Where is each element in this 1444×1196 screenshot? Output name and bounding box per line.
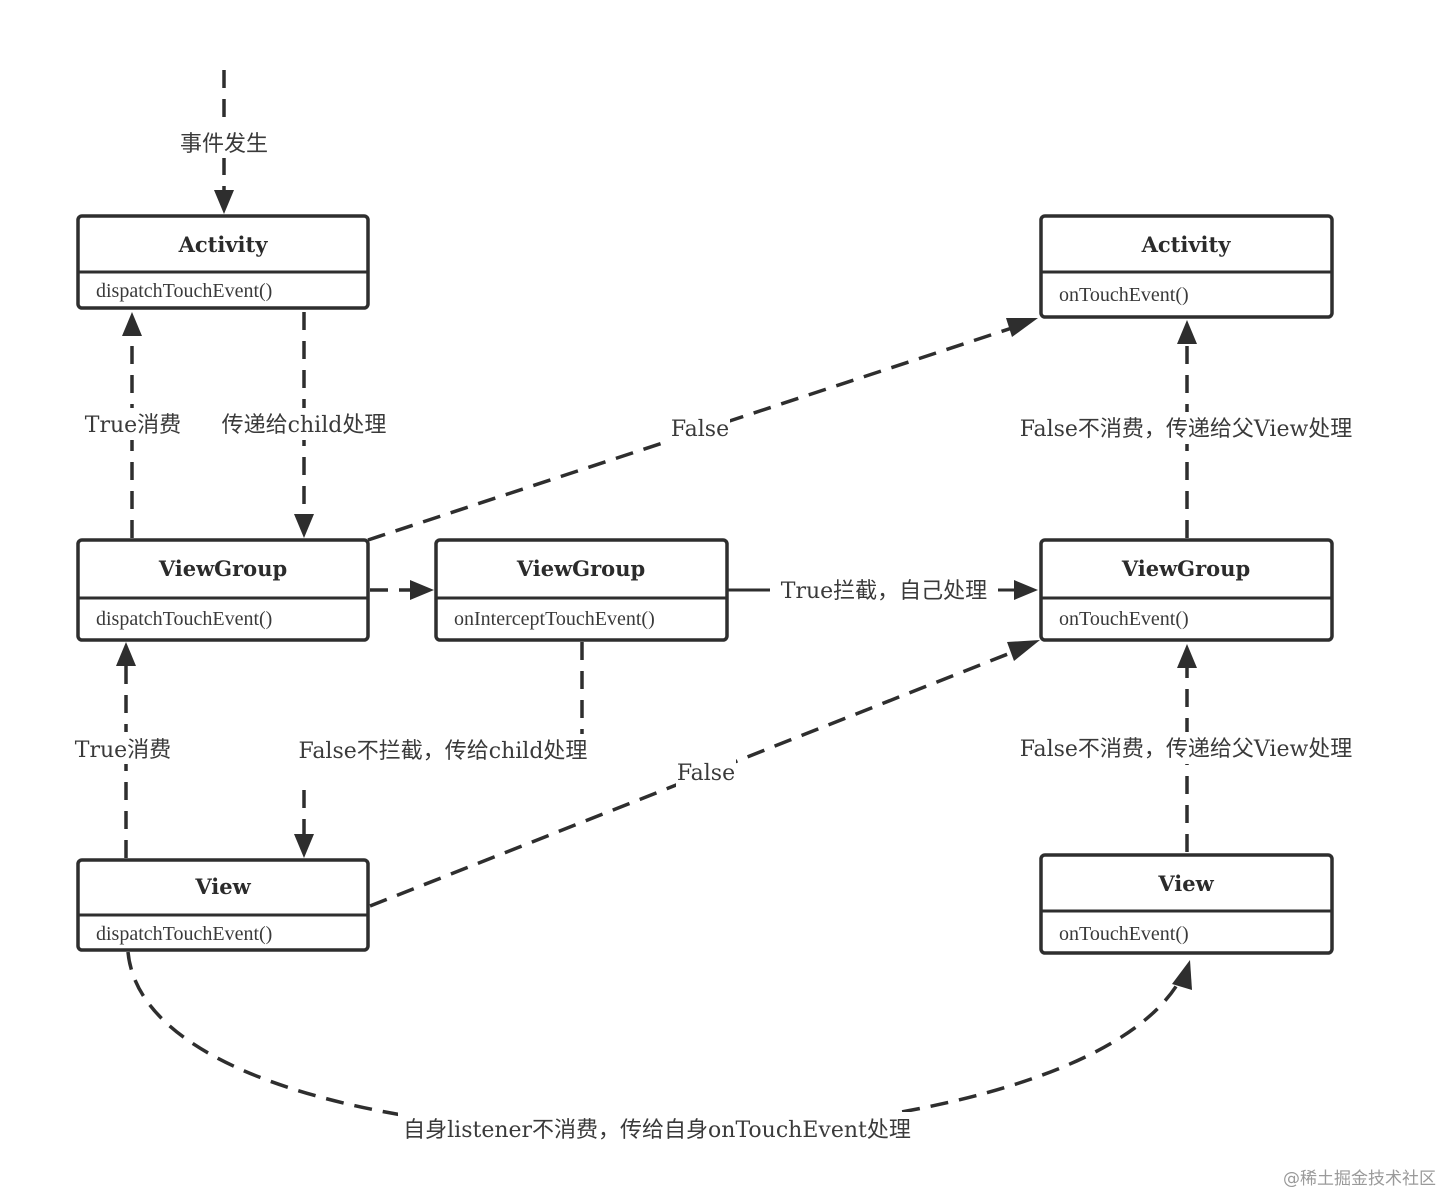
- edge-false-not-intercept: [302, 642, 584, 838]
- label-false-to-viewgroup: False: [677, 761, 735, 786]
- label-event-occurs: 事件发生: [180, 132, 268, 157]
- label-not-consume-to-parent-1: False不消费，传递给父View处理: [1020, 417, 1353, 442]
- box-method: onTouchEvent(): [1059, 923, 1189, 945]
- arrowhead: [294, 834, 314, 858]
- box-view-dispatch[interactable]: View dispatchTouchEvent(): [76, 858, 370, 952]
- label-background: [1006, 732, 1368, 764]
- box-title: ViewGroup: [158, 556, 287, 581]
- label-background: [770, 574, 998, 606]
- arrowhead: [214, 190, 234, 214]
- arrowhead: [1177, 644, 1197, 668]
- box-activity-dispatch[interactable]: Activity dispatchTouchEvent(): [76, 214, 370, 310]
- label-background: [72, 732, 176, 764]
- label-background: [670, 414, 730, 444]
- label-true-consume-1: True消费: [85, 413, 181, 438]
- box-view-ontouch[interactable]: View onTouchEvent(): [1039, 853, 1334, 955]
- watermark: @稀土掘金技术社区: [1283, 1169, 1436, 1189]
- label-false-to-activity: False: [671, 417, 729, 442]
- box-frame: [76, 214, 370, 310]
- label-background: [398, 1112, 918, 1146]
- box-viewgroup-dispatch[interactable]: ViewGroup dispatchTouchEvent(): [76, 538, 370, 642]
- box-method: onTouchEvent(): [1059, 284, 1189, 306]
- label-true-consume-2: True消费: [75, 738, 171, 763]
- box-viewgroup-intercept[interactable]: ViewGroup onInterceptTouchEvent(): [434, 538, 729, 642]
- box-viewgroup-ontouch[interactable]: ViewGroup onTouchEvent(): [1039, 538, 1334, 642]
- label-background: [214, 408, 394, 440]
- box-activity-ontouch[interactable]: Activity onTouchEvent(): [1039, 214, 1334, 319]
- arrowhead: [1172, 960, 1192, 990]
- box-frame: [1039, 214, 1334, 319]
- label-background: [1006, 412, 1368, 444]
- box-title: View: [1157, 871, 1214, 896]
- box-frame: [76, 538, 370, 642]
- label-background: [84, 408, 184, 440]
- box-frame: [434, 538, 729, 642]
- box-method: dispatchTouchEvent(): [96, 923, 272, 945]
- label-background: [676, 758, 736, 788]
- label-background: [170, 126, 278, 158]
- arrowhead: [294, 514, 314, 538]
- box-frame: [76, 858, 370, 952]
- box-frame: [1039, 538, 1334, 642]
- arrowhead: [1007, 640, 1040, 661]
- box-title: ViewGroup: [1121, 556, 1250, 581]
- arrowhead: [116, 642, 136, 666]
- label-listener-not-consume: 自身listener不消费，传给自身onTouchEvent处理: [403, 1118, 911, 1143]
- box-title: ViewGroup: [516, 556, 645, 581]
- arrowhead: [122, 312, 142, 336]
- box-title: Activity: [178, 232, 269, 257]
- label-false-not-intercept: False不拦截，传给child处理: [299, 739, 588, 764]
- arrowhead: [1177, 320, 1197, 344]
- box-method: onTouchEvent(): [1059, 608, 1189, 630]
- label-background: [288, 734, 598, 766]
- arrowhead: [1006, 318, 1038, 337]
- box-method: onInterceptTouchEvent(): [454, 608, 655, 630]
- edge-listener-not-consume: [126, 951, 1182, 1136]
- label-not-consume-to-parent-2: False不消费，传递给父View处理: [1020, 737, 1353, 762]
- label-true-intercept: True拦截，自己处理: [781, 579, 987, 604]
- arrowhead: [1014, 580, 1038, 600]
- arrowhead: [410, 580, 434, 600]
- box-title: View: [194, 874, 251, 899]
- box-frame: [1039, 853, 1334, 955]
- label-pass-to-child: 传递给child处理: [222, 413, 387, 438]
- box-method: dispatchTouchEvent(): [96, 280, 272, 302]
- box-title: Activity: [1141, 232, 1232, 257]
- box-method: dispatchTouchEvent(): [96, 608, 272, 630]
